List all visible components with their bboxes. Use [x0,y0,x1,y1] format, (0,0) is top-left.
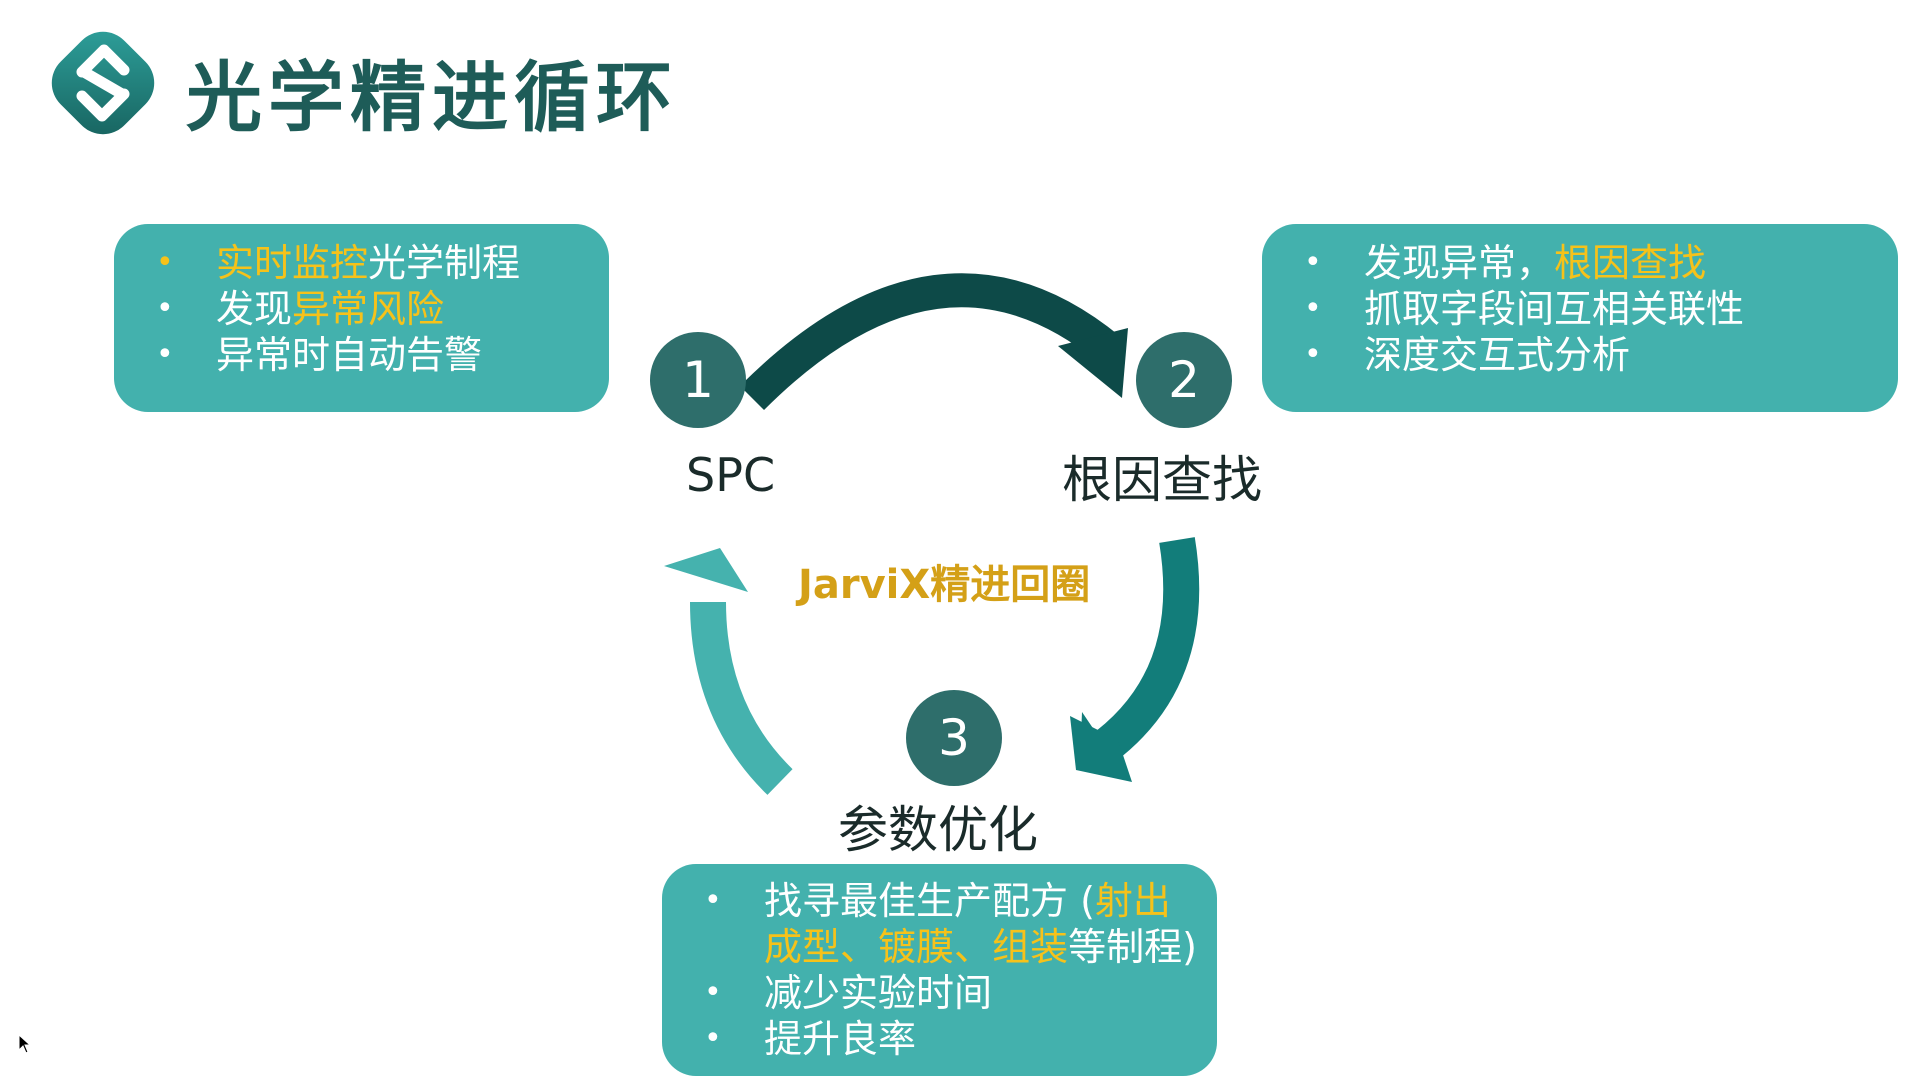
list-item: • 发现异常风险 [134,286,589,332]
item-text: 等制程) [1068,925,1197,969]
spc-info-box: • 实时监控光学制程 • 发现异常风险 • 异常时自动告警 [114,224,609,412]
bullet-icon: • [1304,291,1322,326]
item-text: 抓取字段间互相关联性 [1364,287,1745,331]
step-3-label: 参数优化 [838,801,1038,859]
step-2-circle: 2 [1136,332,1232,428]
param-bullet-list: • 找寻最佳生产配方 (射出成型、镀膜、组装等制程) • 减少实验时间 • 提升… [682,878,1197,1062]
list-item: • 找寻最佳生产配方 (射出成型、镀膜、组装等制程) [682,878,1197,970]
step-1-label: SPC [686,448,776,502]
arrow-root-to-param [1070,537,1200,782]
spc-bullet-list: • 实时监控光学制程 • 发现异常风险 • 异常时自动告警 [134,240,589,378]
item-text: 光学制程 [368,241,521,285]
highlight-text: 异常风险 [292,287,445,331]
list-item: • 抓取字段间互相关联性 [1282,286,1878,332]
step-3-circle: 3 [906,690,1002,786]
mouse-cursor-icon [18,1034,32,1054]
item-text: 减少实验时间 [764,971,993,1015]
highlight-text: 根因查找 [1554,241,1707,285]
bullet-icon: • [1304,245,1322,280]
bullet-icon: • [704,975,722,1010]
step-2-label: 根因查找 [1062,451,1262,509]
list-item: • 实时监控光学制程 [134,240,589,286]
logo-icon [51,31,155,135]
bullet-icon: • [156,337,174,372]
item-text: 发现 [216,287,293,331]
root-bullet-list: • 发现异常，根因查找 • 抓取字段间互相关联性 • 深度交互式分析 [1282,240,1878,378]
bullet-icon: • [704,1021,722,1056]
item-text: 深度交互式分析 [1364,333,1631,377]
list-item: • 提升良率 [682,1016,1197,1062]
highlight-text: 实时监控 [216,241,369,285]
list-item: • 发现异常，根因查找 [1282,240,1878,286]
param-opt-info-box: • 找寻最佳生产配方 (射出成型、镀膜、组装等制程) • 减少实验时间 • 提升… [662,864,1217,1076]
bullet-icon: • [1304,337,1322,372]
separator-text: 、 [954,925,993,969]
item-text: 异常时自动告警 [216,333,483,377]
list-item: • 深度交互式分析 [1282,332,1878,378]
bullet-icon: • [156,291,174,326]
step-1-circle: 1 [650,332,746,428]
item-text: 发现异常， [1364,241,1555,285]
bullet-icon: • [704,883,722,918]
item-text: 找寻最佳生产配方 ( [764,879,1095,923]
highlight-text: 镀膜 [878,925,955,969]
highlight-text: 组装 [992,925,1069,969]
bullet-icon: • [156,245,174,280]
separator-text: 、 [840,925,879,969]
list-item: • 异常时自动告警 [134,332,589,378]
arrow-param-to-spc [664,548,793,795]
root-cause-info-box: • 发现异常，根因查找 • 抓取字段间互相关联性 • 深度交互式分析 [1262,224,1898,412]
cycle-center-label: JarviX精进回圈 [798,562,1091,608]
item-text: 提升良率 [764,1017,917,1061]
highlight-text: 射出成型 [764,879,1171,969]
page-title: 光学精进循环 [186,53,678,142]
list-item: • 减少实验时间 [682,970,1197,1016]
arrow-spc-to-root [739,273,1128,411]
